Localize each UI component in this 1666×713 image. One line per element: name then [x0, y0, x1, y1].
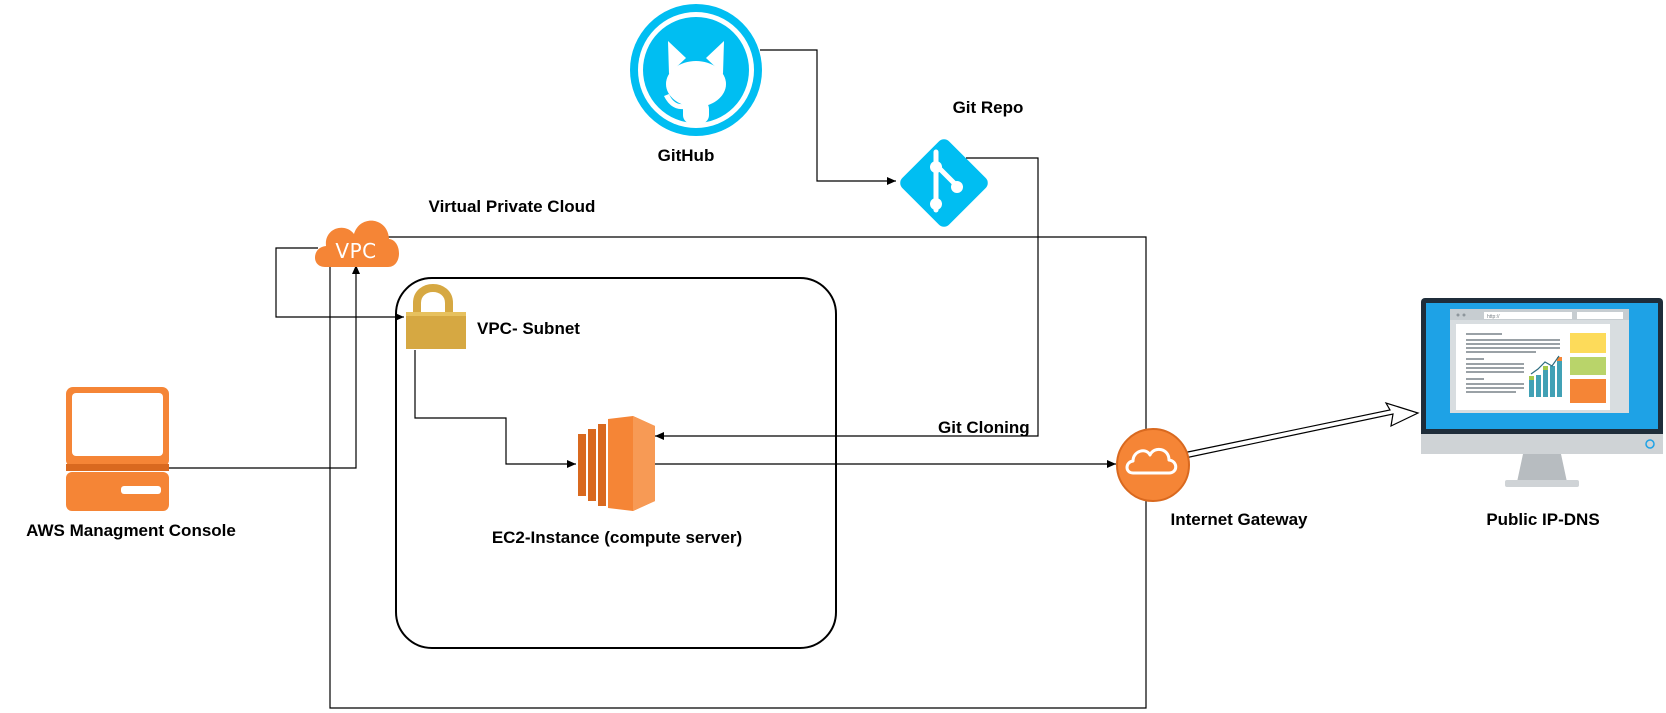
- console-label: AWS Managment Console: [26, 521, 236, 540]
- ec2-label: EC2-Instance (compute server): [492, 528, 742, 547]
- internet-gateway-icon: [1116, 428, 1190, 502]
- subnet-label: VPC- Subnet: [477, 319, 580, 338]
- console-to-vpc-connector: [168, 265, 360, 469]
- vpc-title-label: Virtual Private Cloud: [429, 197, 596, 216]
- desktop-computer-icon: [66, 387, 169, 511]
- github-label: GitHub: [658, 146, 715, 165]
- vpc-cloud-icon: VPC: [314, 220, 399, 267]
- browser-url-text: http://: [1487, 314, 1500, 320]
- github-icon: [630, 4, 762, 136]
- gateway-to-dns-arrow: [1182, 401, 1420, 459]
- public-dns-label: Public IP-DNS: [1486, 510, 1599, 529]
- vpc-boundary: [329, 236, 1147, 709]
- padlock-icon: [406, 284, 466, 349]
- ec2-instance-icon: [578, 416, 655, 511]
- vpc-badge-label: VPC: [335, 239, 376, 263]
- internet-gateway-label: Internet Gateway: [1171, 510, 1309, 529]
- git-icon: [900, 139, 988, 227]
- repo-to-ec2-clone-connector: [655, 157, 1039, 440]
- git-repo-label: Git Repo: [953, 98, 1024, 117]
- github-to-repo-connector: [760, 49, 896, 185]
- git-cloning-label: Git Cloning: [938, 418, 1030, 437]
- monitor-icon: http://: [1421, 298, 1663, 487]
- subnet-box: [395, 277, 837, 649]
- vpc-to-subnet-connector: [275, 247, 404, 321]
- subnet-to-ec2-connector: [414, 350, 576, 468]
